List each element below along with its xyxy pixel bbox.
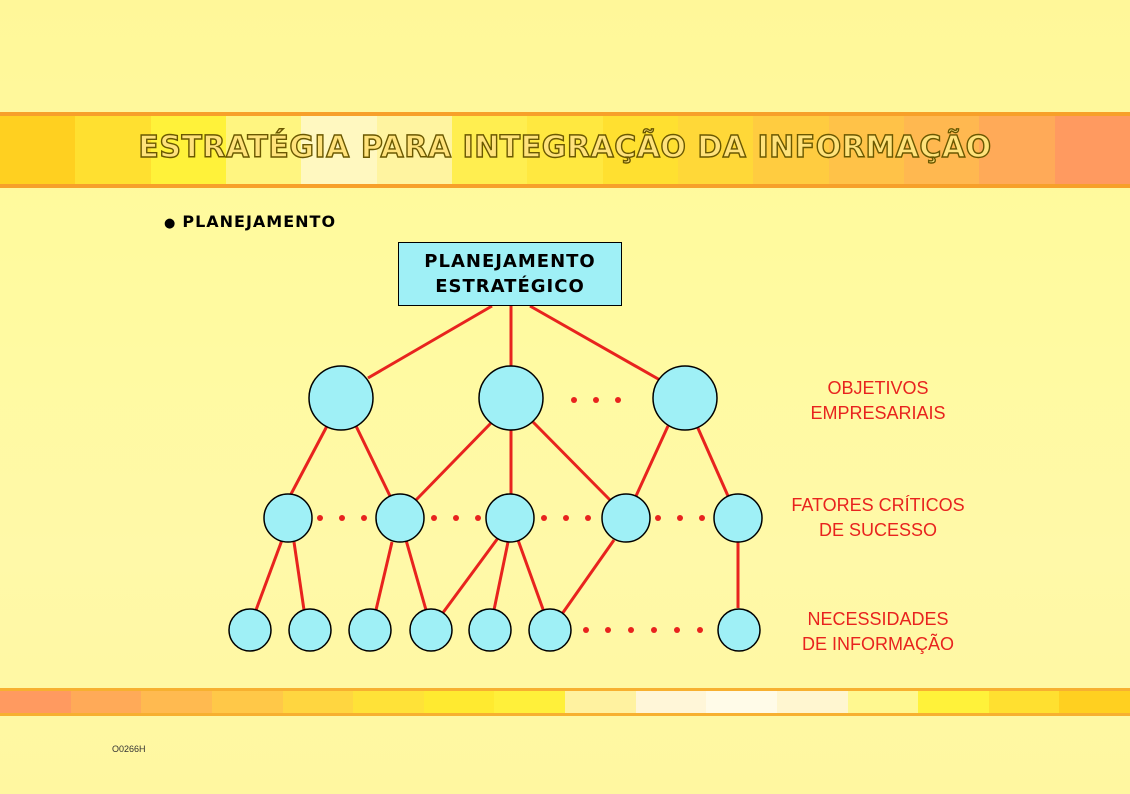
edge bbox=[292, 541, 306, 611]
success-factor-node bbox=[263, 493, 313, 543]
edge bbox=[354, 425, 392, 497]
information-need-node bbox=[468, 608, 512, 652]
edge bbox=[288, 425, 329, 497]
success-factor-node bbox=[713, 493, 763, 543]
label-line-2: DE INFORMAÇÃO bbox=[801, 634, 954, 654]
level-label-fatores: FATORES CRÍTICOS DE SUCESSO bbox=[780, 493, 976, 543]
level-label-objetivos: OBJETIVOS EMPRESARIAIS bbox=[790, 376, 966, 426]
edge bbox=[560, 539, 616, 615]
bullet-dot-icon: ● bbox=[164, 216, 177, 231]
information-need-node bbox=[348, 608, 392, 652]
label-line-1: OBJETIVOS bbox=[827, 378, 929, 398]
edge bbox=[531, 420, 612, 502]
footer-band bbox=[0, 688, 1130, 716]
root-line-1: PLANEJAMENTO bbox=[424, 251, 596, 272]
objective-node bbox=[308, 365, 374, 431]
information-need-node bbox=[409, 608, 453, 652]
edge bbox=[492, 541, 510, 611]
information-need-node bbox=[528, 608, 572, 652]
slide-code: O0266H bbox=[112, 744, 146, 754]
information-need-node bbox=[288, 608, 332, 652]
edge bbox=[254, 539, 284, 611]
level-label-necessidades: NECESSIDADES DE INFORMAÇÃO bbox=[780, 607, 976, 657]
success-factor-node bbox=[601, 493, 651, 543]
bullet-item: ● PLANEJAMENTO bbox=[164, 212, 336, 231]
edge bbox=[634, 425, 670, 497]
objective-node bbox=[652, 365, 718, 431]
success-factor-node bbox=[485, 493, 535, 543]
information-need-node bbox=[228, 608, 272, 652]
slide-title: ESTRATÉGIA PARA INTEGRAÇÃO DA INFORMAÇÃO bbox=[138, 129, 992, 165]
root-line-2: ESTRATÉGICO bbox=[435, 276, 585, 297]
edge bbox=[440, 537, 500, 615]
bullet-label: PLANEJAMENTO bbox=[182, 212, 337, 231]
diagram-edges bbox=[254, 304, 740, 615]
edge bbox=[404, 539, 428, 611]
edge bbox=[516, 539, 546, 613]
edge bbox=[529, 304, 661, 382]
information-need-node bbox=[717, 608, 761, 652]
label-line-2: EMPRESARIAIS bbox=[810, 403, 946, 423]
edge bbox=[374, 541, 394, 611]
edge bbox=[695, 425, 730, 497]
objective-node bbox=[478, 365, 544, 431]
label-line-2: DE SUCESSO bbox=[818, 520, 938, 540]
label-line-1: FATORES CRÍTICOS bbox=[791, 495, 965, 515]
ellipsis-dots bbox=[317, 397, 705, 633]
edge bbox=[367, 304, 493, 380]
root-node-strategic-planning: PLANEJAMENTO ESTRATÉGICO bbox=[398, 242, 622, 306]
title-band bbox=[0, 112, 1130, 188]
label-line-1: NECESSIDADES bbox=[807, 609, 949, 629]
edge bbox=[414, 420, 494, 502]
success-factor-node bbox=[375, 493, 425, 543]
